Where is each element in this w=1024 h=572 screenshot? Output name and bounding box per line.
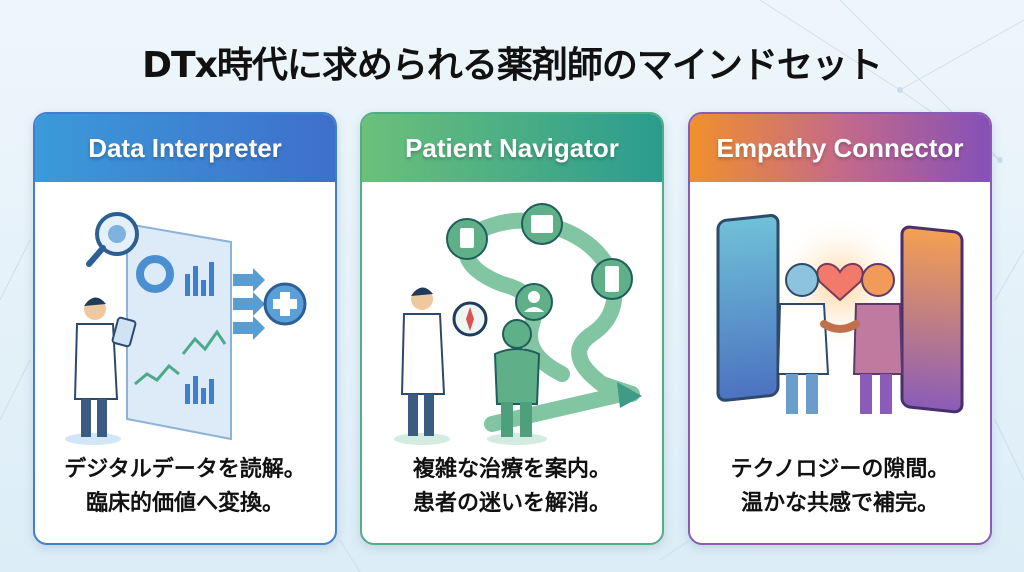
data-analysis-illustration: [35, 194, 335, 454]
doctor-node-icon: [515, 283, 553, 321]
patient-figure-icon: [487, 319, 547, 445]
caption-line-2: 患者の迷いを解消。: [412, 491, 611, 516]
card-heading: Data Interpreter: [35, 114, 335, 182]
empathy-illustration: [690, 194, 990, 454]
calendar-node-icon: [521, 203, 563, 245]
card-empathy-connector: Empathy Connector テ: [688, 112, 992, 545]
caption-line-1: デジタルデータを読解。: [64, 457, 306, 482]
page-title: DTx時代に求められる薬剤師のマインドセット: [142, 45, 883, 86]
medicine-bottle-node-icon: [446, 218, 488, 260]
heart-icon: [816, 262, 864, 302]
handshake-icon: [820, 320, 860, 333]
card-heading: Patient Navigator: [362, 114, 662, 182]
left-smartphone-icon: [716, 214, 780, 402]
smartphone-node-icon: [591, 258, 633, 300]
pharmacist-figure-icon: [394, 287, 450, 445]
path-arrowhead-icon: [617, 382, 642, 408]
card-data-interpreter: Data Interpreter: [33, 112, 337, 545]
card-patient-navigator: Patient Navigator: [360, 112, 664, 545]
pharmacist-figure-icon: [776, 263, 830, 414]
right-smartphone-icon: [900, 225, 964, 414]
winding-path-icon: [458, 212, 640, 432]
card-caption: テクノロジーの隙間。 温かな共感で補完。: [690, 453, 990, 521]
card-caption: デジタルデータを読解。 臨床的価値へ変換。: [35, 453, 335, 521]
card-caption: 複雑な治療を案内。 患者の迷いを解消。: [362, 453, 662, 521]
patient-navigation-illustration: [362, 194, 662, 454]
caption-line-1: 複雑な治療を案内。: [412, 457, 611, 482]
magnifier-brain-icon: [86, 212, 139, 267]
dashboard-panel-icon: [126, 222, 232, 441]
compass-icon: [452, 301, 488, 337]
caption-line-1: テクノロジーの隙間。: [730, 457, 950, 482]
patient-figure-icon: [852, 263, 904, 414]
card-heading: Empathy Connector: [690, 114, 990, 182]
caption-line-2: 臨床的価値へ変換。: [85, 491, 284, 516]
pharmacist-figure-icon: [65, 297, 137, 445]
medical-cross-icon: [263, 282, 307, 326]
arrows-icon: [233, 268, 265, 340]
caption-line-2: 温かな共感で補完。: [740, 491, 939, 516]
